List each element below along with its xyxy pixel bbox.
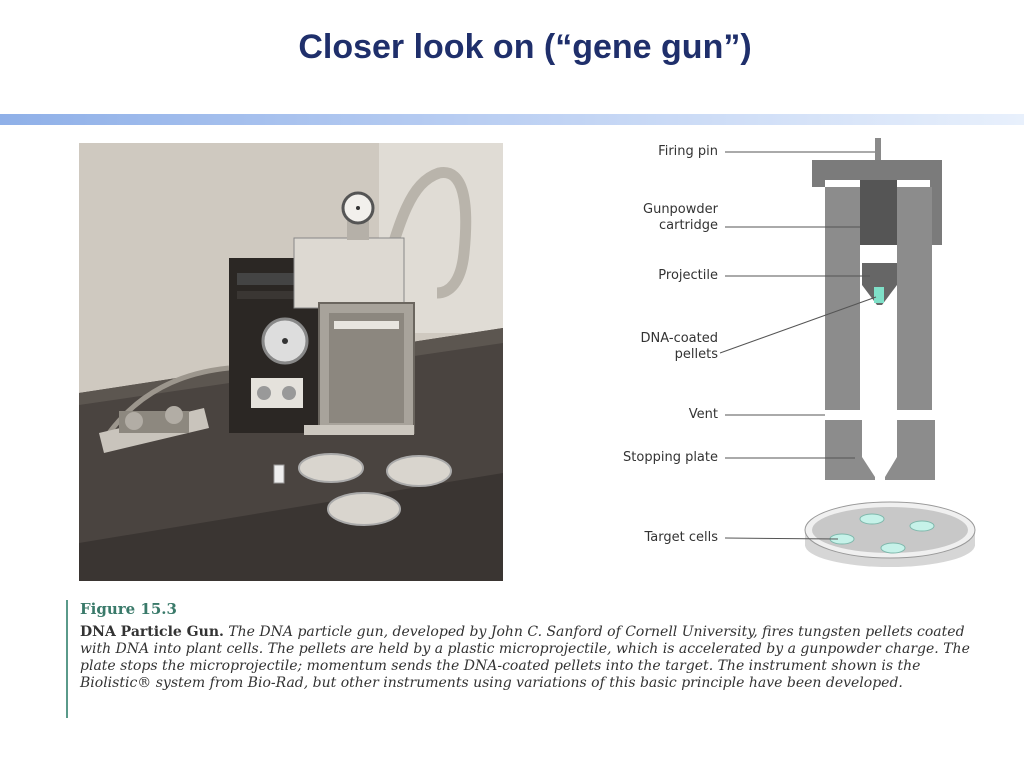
gene-gun-schematic-diagram xyxy=(719,138,976,567)
caption-heading: DNA Particle Gun. xyxy=(80,624,224,640)
caption-text: DNA Particle Gun. The DNA particle gun, … xyxy=(80,624,980,692)
label-projectile: Projectile xyxy=(658,268,718,283)
gene-gun-photo xyxy=(79,143,503,581)
gene-gun-apparatus-photo xyxy=(79,143,503,581)
label-gunpowder-line1: Gunpowder xyxy=(643,202,718,217)
label-gunpowder-line2: cartridge xyxy=(658,218,718,233)
gene-gun-diagram: Firing pin Gunpowder cartridge Projectil… xyxy=(600,135,980,585)
title-divider-bar xyxy=(0,114,1024,125)
figure-caption: Figure 15.3 DNA Particle Gun. The DNA pa… xyxy=(66,600,980,718)
label-target-cells: Target cells xyxy=(644,530,719,545)
label-dna-coated-pellets: DNA-coated pellets xyxy=(600,331,718,363)
caption-body: The DNA particle gun, developed by John … xyxy=(80,624,970,691)
label-firing-pin: Firing pin xyxy=(658,144,718,159)
label-vent: Vent xyxy=(688,407,718,422)
label-stopping-plate: Stopping plate xyxy=(623,450,718,465)
figure-number: Figure 15.3 xyxy=(80,600,177,618)
label-gunpowder-cartridge: Gunpowder cartridge xyxy=(610,202,718,234)
label-dna-line1: DNA-coated xyxy=(640,331,718,346)
slide-title: Closer look on (“gene gun”) xyxy=(298,28,752,66)
label-dna-line2: pellets xyxy=(674,347,718,362)
